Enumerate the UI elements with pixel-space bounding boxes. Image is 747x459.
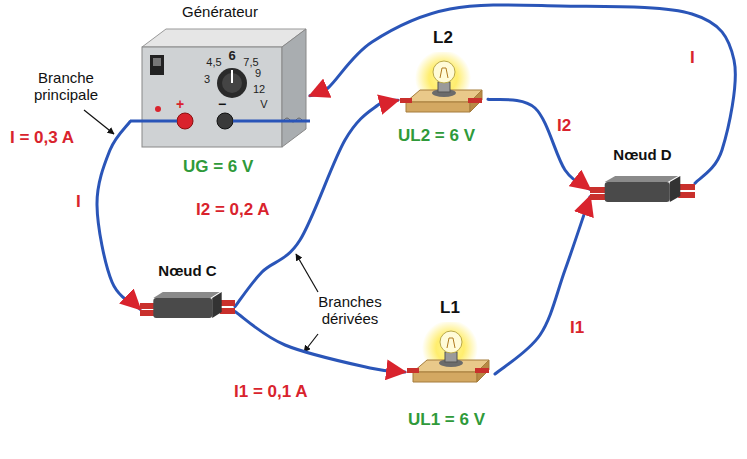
node-label: Nœud D [590,146,695,163]
current-label: I [690,48,695,68]
wire [97,122,140,310]
junction-block: Nœud D [590,146,695,208]
leader-line [304,334,318,352]
junction-block-picture [140,288,235,326]
node-label: Nœud C [140,262,235,279]
dial-mark: 12 [253,83,265,95]
leader-line [84,110,114,134]
dial-mark: 3 [204,73,210,85]
current-value: I2 = 0,2 A [196,200,270,220]
wire [235,312,405,373]
dial-mark: 7,5 [243,56,258,68]
dial-mark: 4,5 [206,56,221,68]
current-label: I [76,192,81,212]
junction-block: Nœud C [140,262,235,324]
branch-label: Branches dérivées [300,294,400,327]
leader-line [296,254,318,292]
lamp-picture [405,322,495,396]
lamp-picture [398,52,488,126]
node-label: Générateur [130,3,310,20]
voltage-value: UL2 = 6 V [398,126,475,146]
unit-label: V [260,98,267,110]
current-value: I1 = 0,1 A [234,382,308,402]
terminal-sign: − [218,96,226,112]
dial-mark: 6 [228,48,235,63]
branch-label: Branche principale [22,70,110,103]
node-label: L2 [398,28,488,48]
junction-block-picture [590,172,695,210]
current-value: I = 0,3 A [10,128,74,148]
wire [310,5,735,183]
terminal-sign: + [176,96,184,112]
current-label: I2 [557,116,571,136]
node-label: L1 [405,298,495,318]
lamp: L1 [405,298,495,393]
generator-picture [130,25,310,159]
voltage-value: UL1 = 6 V [408,410,485,430]
current-label: I1 [570,318,584,338]
wire [495,197,590,374]
generator: Générateur [130,3,310,155]
wire [488,99,590,189]
voltage-value: UG = 6 V [183,157,253,177]
lamp: L2 [398,28,488,123]
dial-mark: 9 [255,67,261,79]
